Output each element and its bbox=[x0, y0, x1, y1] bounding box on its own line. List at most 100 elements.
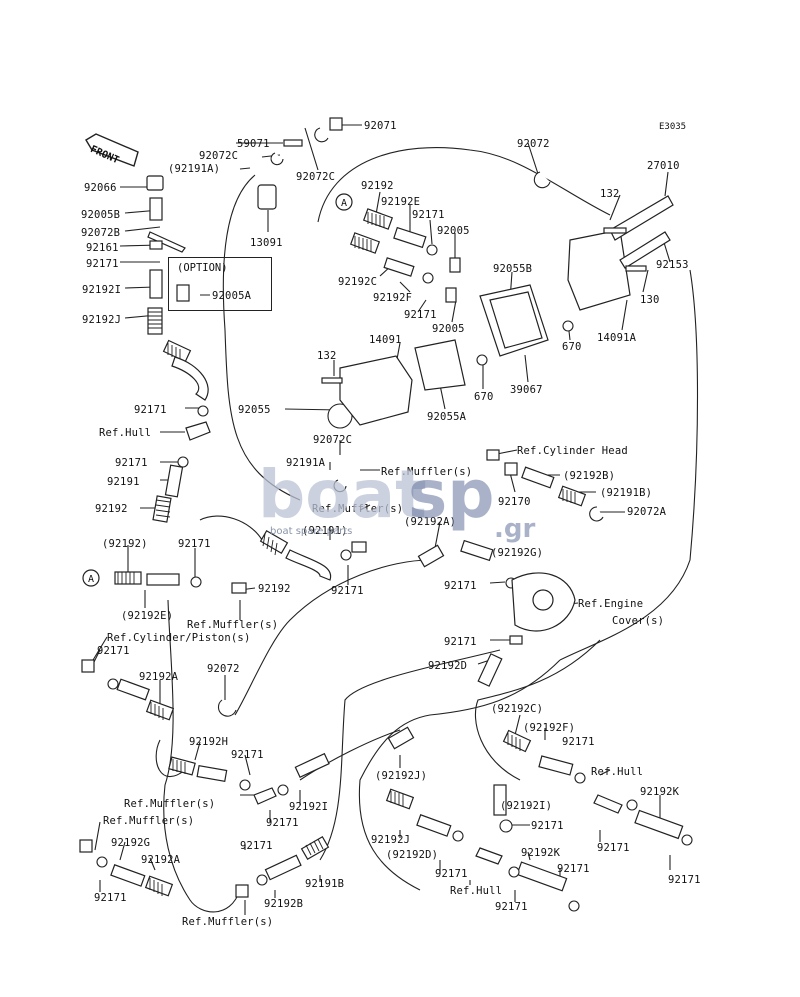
route-line bbox=[163, 599, 241, 913]
part-label: 92192 bbox=[95, 503, 128, 515]
part-label: 92171 bbox=[435, 868, 468, 880]
route-line bbox=[317, 147, 611, 223]
watermark-main: boat bbox=[258, 456, 427, 533]
part-label: (92192F) bbox=[523, 722, 576, 734]
part-label: 92192 bbox=[258, 583, 291, 595]
oring-92055 bbox=[327, 403, 353, 429]
clamp bbox=[499, 819, 513, 833]
part-label: (92191A) bbox=[168, 163, 221, 175]
part-label: (92192I) bbox=[500, 800, 553, 812]
fitting-92005a bbox=[176, 284, 190, 302]
part-label: 92171 bbox=[240, 840, 273, 852]
part-label: 92192C bbox=[338, 276, 378, 288]
part-label: 92171 bbox=[557, 863, 590, 875]
part-label: Ref.Engine bbox=[578, 598, 644, 610]
water-fitting-ref-hull bbox=[185, 421, 211, 441]
hose-92191b bbox=[300, 835, 330, 861]
oring-670 bbox=[562, 320, 574, 332]
part-label: 92005 bbox=[437, 225, 470, 237]
part-label: 92005 bbox=[432, 323, 465, 335]
part-label: 92192H bbox=[189, 736, 229, 748]
part-label: 27010 bbox=[647, 160, 680, 172]
fitting-muffler-c bbox=[79, 839, 93, 853]
tube-92192i-mid bbox=[294, 752, 330, 778]
tube-92192g-low bbox=[110, 864, 146, 887]
hose-92192h bbox=[168, 756, 196, 776]
tube-92192i-right bbox=[493, 784, 507, 816]
part-label: 92161 bbox=[86, 242, 119, 254]
clamp bbox=[422, 272, 434, 284]
route-line bbox=[299, 729, 401, 781]
tube-92192f bbox=[383, 257, 415, 277]
hose-92192j-left bbox=[147, 307, 163, 335]
bent-hose-upper bbox=[171, 356, 209, 401]
cap-92066 bbox=[146, 175, 164, 191]
clamp bbox=[107, 678, 119, 690]
tube-92192h-left bbox=[116, 678, 150, 701]
hose-92192a-mid bbox=[417, 544, 445, 568]
hose-92192j-low2 bbox=[385, 788, 415, 810]
part-label: 670 bbox=[474, 391, 494, 403]
part-label: 92171 bbox=[444, 636, 477, 648]
fitting-92170 bbox=[504, 462, 518, 476]
part-label: Ref.Hull bbox=[99, 427, 152, 439]
part-label: 92072 bbox=[207, 663, 240, 675]
part-label: 92192J bbox=[82, 314, 122, 326]
washer-92161 bbox=[149, 240, 163, 250]
watermark-sub: boat spare parts bbox=[270, 526, 353, 537]
diagram-code: E3035 bbox=[659, 122, 687, 132]
part-label: 92192G bbox=[111, 837, 151, 849]
clamp bbox=[239, 779, 251, 791]
part-label: (92191) bbox=[302, 525, 348, 537]
tube-92192e-low bbox=[146, 573, 180, 586]
bolt-130 bbox=[625, 265, 647, 272]
part-label: (92192D) bbox=[386, 849, 439, 861]
part-label: 92192F bbox=[373, 292, 413, 304]
part-label: 92055B bbox=[493, 263, 533, 275]
part-label: 130 bbox=[640, 294, 660, 306]
part-label: 92191B bbox=[305, 878, 345, 890]
snap-ring-92072c bbox=[314, 127, 329, 143]
tube-92192e bbox=[393, 226, 427, 249]
part-label: (92192C) bbox=[491, 703, 544, 715]
part-label: Ref.Hull bbox=[450, 885, 503, 897]
part-label: Ref.Muffler(s) bbox=[182, 916, 274, 928]
part-label: 92171 bbox=[531, 820, 564, 832]
fitting-muffler-b bbox=[351, 541, 367, 553]
tube-92192f-low bbox=[538, 755, 574, 776]
snap-ring-92072 bbox=[533, 171, 551, 189]
hose-92192-upper-bend bbox=[162, 339, 192, 363]
tube-92192b bbox=[521, 466, 555, 489]
part-label: 14091A bbox=[597, 332, 637, 344]
hose-92192b-r bbox=[557, 485, 587, 507]
tube-92192k-low bbox=[516, 861, 568, 892]
gasket-39067 bbox=[489, 291, 543, 349]
part-label: 92192D bbox=[428, 660, 468, 672]
hose-92192a-low bbox=[145, 699, 175, 721]
part-label: (92192E) bbox=[121, 610, 174, 622]
part-label: 92071 bbox=[364, 120, 397, 132]
part-label: 92191A bbox=[286, 457, 326, 469]
part-label: 39067 bbox=[510, 384, 543, 396]
part-label: 92005B bbox=[81, 209, 121, 221]
part-label: 92005A bbox=[212, 290, 252, 302]
callout-a-upper bbox=[335, 193, 353, 211]
gasket-92055a bbox=[414, 339, 466, 391]
pipe-92153 bbox=[619, 231, 671, 269]
part-label: 92171 bbox=[86, 258, 119, 270]
watermark-accent: sp bbox=[408, 456, 495, 533]
route-line bbox=[474, 639, 601, 781]
part-label: 92170 bbox=[498, 496, 531, 508]
snap-ring-92072a bbox=[589, 506, 604, 522]
fitting-cylinder bbox=[81, 659, 95, 673]
callout-a-lower-text: A bbox=[88, 574, 94, 585]
hose-92192c-low bbox=[502, 729, 532, 753]
part-label: (92192) bbox=[102, 538, 148, 550]
front-direction-arrow bbox=[84, 132, 144, 176]
part-label: 92192 bbox=[361, 180, 394, 192]
part-label: 92072C bbox=[199, 150, 239, 162]
fitting-92005b bbox=[149, 197, 163, 221]
part-label: Ref.Cylinder Head bbox=[517, 445, 628, 457]
